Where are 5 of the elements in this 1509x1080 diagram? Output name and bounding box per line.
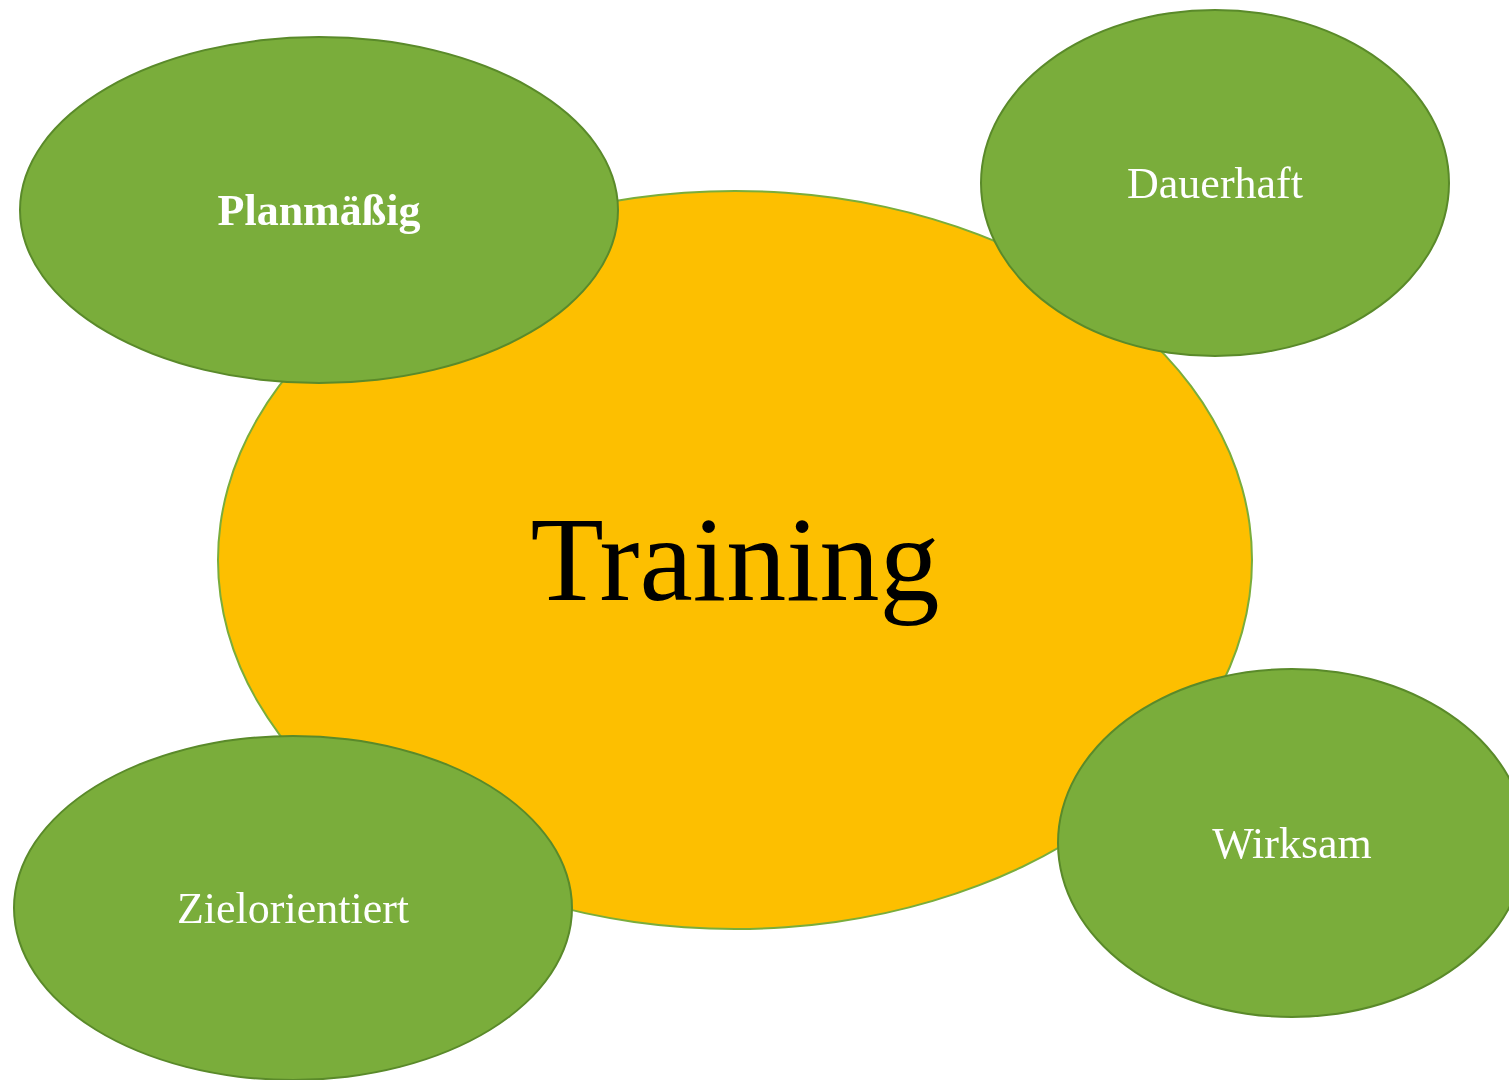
- node-label: Planmäßig: [217, 184, 421, 236]
- node-label: Dauerhaft: [1127, 157, 1303, 209]
- node-label: Wirksam: [1212, 817, 1372, 869]
- node-label: Training: [530, 492, 940, 628]
- node-label: Zielorientiert: [176, 882, 410, 934]
